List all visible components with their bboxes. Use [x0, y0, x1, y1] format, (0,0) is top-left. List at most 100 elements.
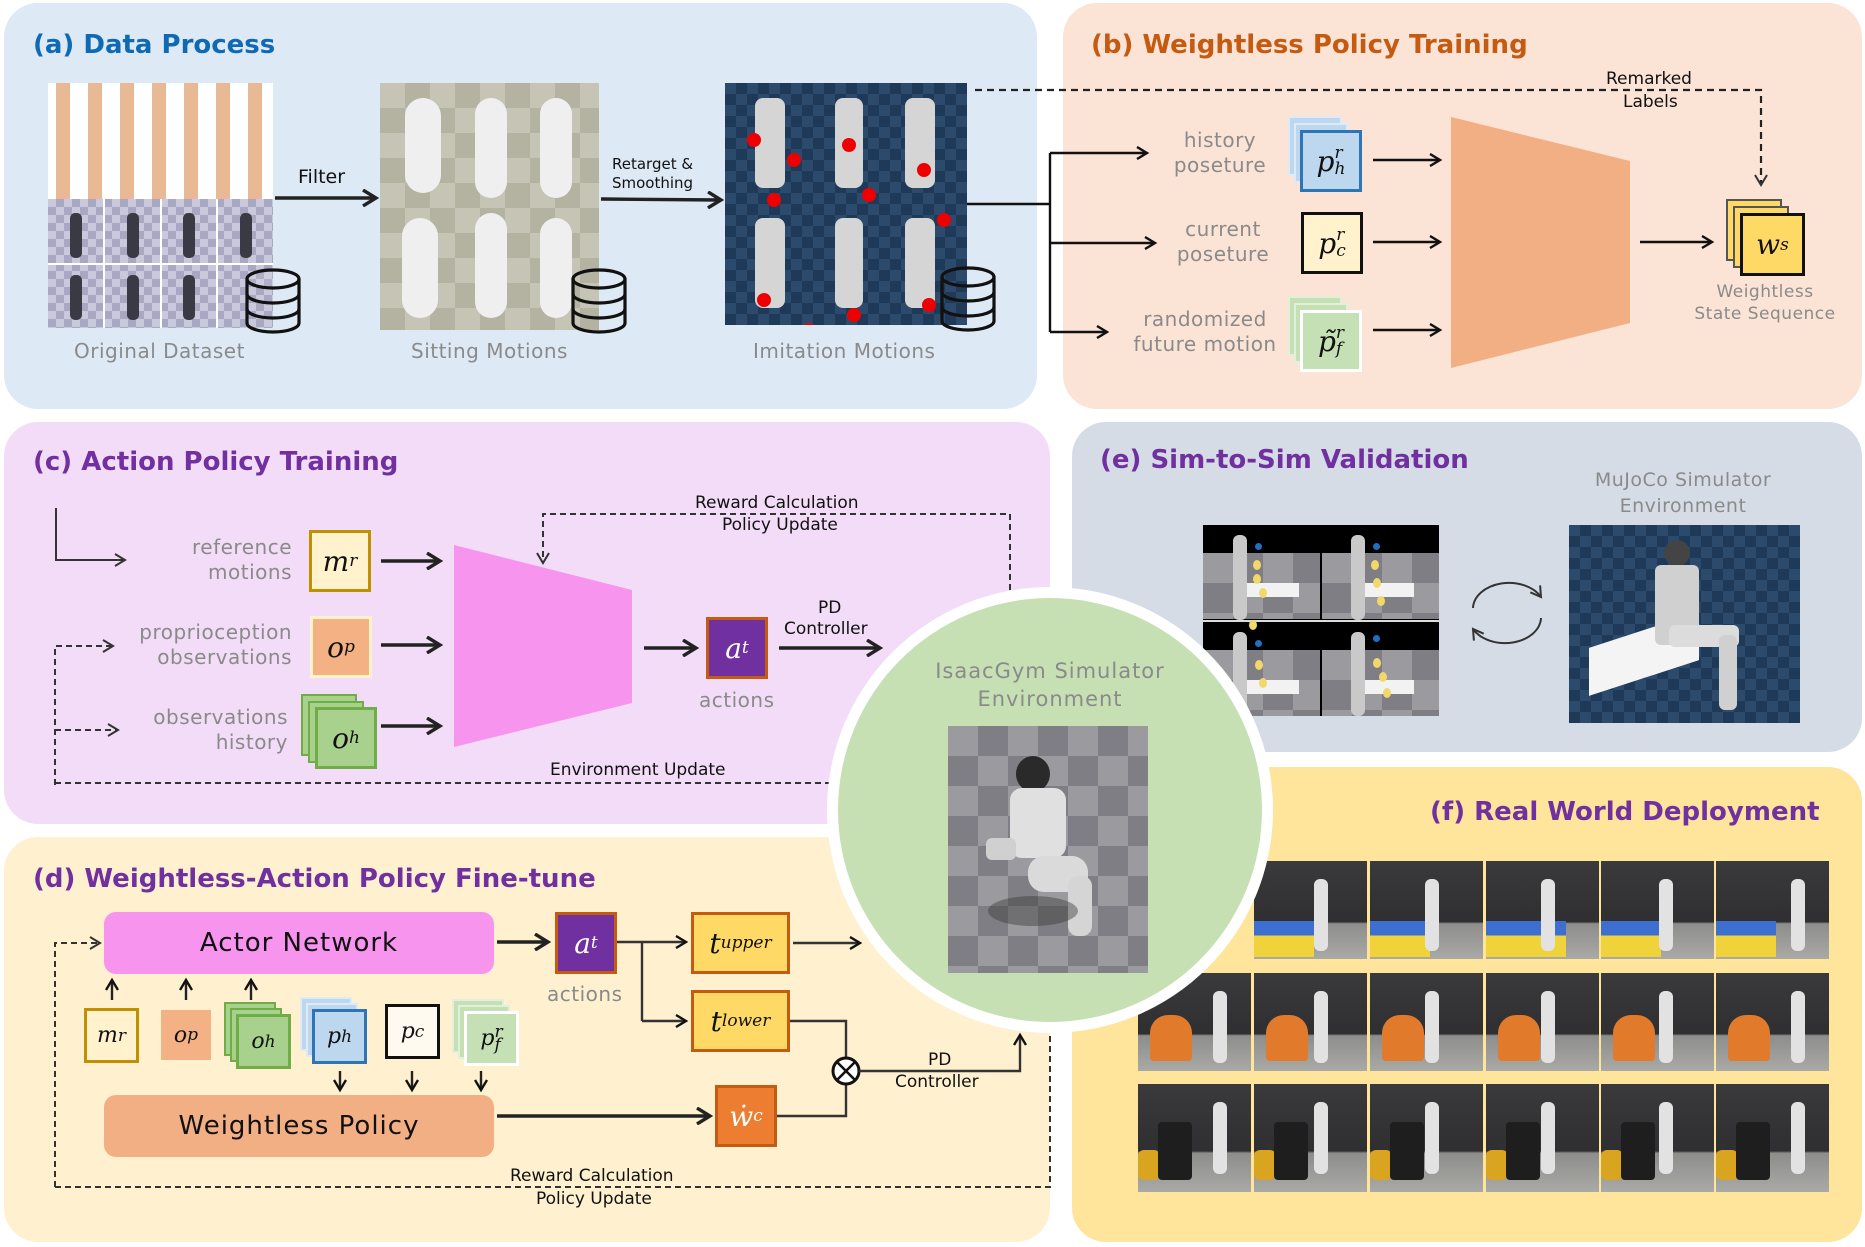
d-label-pd: PD — [928, 1050, 952, 1070]
label-remarked-1: Remarked — [1606, 69, 1692, 89]
deployment-frame — [1254, 861, 1367, 959]
label-history-poseture: history poseture — [1173, 128, 1267, 177]
sim-to-sim-image — [1203, 525, 1439, 716]
d-label-policy-update: Policy Update — [536, 1189, 652, 1209]
label-reference-motions: reference motions — [192, 535, 292, 584]
armchair-prop — [1266, 1015, 1308, 1061]
robot-figure — [1541, 879, 1555, 951]
isaacgym-image — [948, 726, 1148, 973]
office-chair-prop — [1736, 1122, 1770, 1180]
label-isaacgym: IsaacGym Simulator Environment — [935, 659, 1165, 711]
deployment-frame — [1138, 1084, 1251, 1192]
robot-figure — [1314, 1102, 1328, 1174]
label-environment-update: Environment Update — [550, 760, 726, 780]
original-dataset-image — [48, 83, 273, 328]
label-proprioception-observations: proprioception observations — [139, 620, 292, 669]
mat-prop — [1370, 921, 1430, 957]
office-chair-prop — [1274, 1122, 1308, 1180]
label-weightless-state-sequence: Weightless State Sequence — [1694, 282, 1836, 324]
label-retarget-2: Smoothing — [612, 174, 694, 192]
armchair-prop — [1613, 1015, 1655, 1061]
deployment-frame — [1601, 973, 1714, 1071]
robot-figure — [1213, 1102, 1227, 1174]
weightless-policy-block: Weightless Policy — [104, 1095, 494, 1157]
office-chair-prop — [1390, 1122, 1424, 1180]
stool-prop — [1601, 1150, 1623, 1180]
stool-prop — [1254, 1150, 1276, 1180]
label-filter: Filter — [298, 166, 346, 188]
deployment-frame — [1716, 973, 1829, 1071]
robot-figure — [1659, 991, 1673, 1063]
deployment-frame — [1486, 861, 1599, 959]
robot-figure — [1791, 1102, 1805, 1174]
deployment-frame — [1486, 1084, 1599, 1192]
armchair-prop — [1382, 1015, 1424, 1061]
robot-figure — [1425, 1102, 1439, 1174]
label-remarked-2: Labels — [1623, 92, 1678, 112]
robot-figure — [1659, 879, 1673, 951]
label-reward-calculation: Reward Calculation — [695, 493, 859, 513]
label-randomized-future-motion: randomized future motion — [1133, 307, 1277, 356]
label-observations-history: observations history — [153, 705, 288, 754]
deployment-frame — [1370, 861, 1483, 959]
robot-figure — [1425, 991, 1439, 1063]
label-current-poseture: current poseture — [1176, 217, 1270, 266]
robot-figure — [1541, 991, 1555, 1063]
label-pd: PD — [818, 598, 842, 618]
deployment-frame — [1370, 1084, 1483, 1192]
stool-prop — [1486, 1150, 1508, 1180]
label-retarget-1: Retarget & — [612, 155, 694, 173]
title-policy-fine-tune: (d) Weightless-Action Policy Fine-tune — [33, 864, 596, 894]
mujoco-image — [1569, 525, 1800, 723]
label-original-dataset: Original Dataset — [74, 339, 245, 363]
robot-figure — [1659, 1102, 1673, 1174]
imitation-motions-image — [725, 83, 967, 325]
robot-figure — [1314, 991, 1328, 1063]
armchair-prop — [1498, 1015, 1540, 1061]
deployment-frame — [1716, 861, 1829, 959]
deployment-frame — [1370, 973, 1483, 1071]
robot-figure — [1791, 879, 1805, 951]
title-action-policy-training: (c) Action Policy Training — [33, 447, 399, 477]
title-sim-to-sim: (e) Sim-to-Sim Validation — [1100, 445, 1469, 475]
label-mujoco: MuJoCo Simulator Environment — [1594, 469, 1772, 517]
stool-prop — [1138, 1150, 1160, 1180]
label-imitation-motions: Imitation Motions — [753, 339, 936, 363]
deployment-frame — [1254, 973, 1367, 1071]
title-real-world: (f) Real World Deployment — [1430, 797, 1820, 827]
stool-prop — [1370, 1150, 1392, 1180]
robot-figure — [1425, 879, 1439, 951]
stool-prop — [1716, 1150, 1738, 1180]
deployment-frame — [1138, 973, 1251, 1071]
robot-figure — [1314, 879, 1328, 951]
deployment-frame — [1254, 1084, 1367, 1192]
office-chair-prop — [1158, 1122, 1192, 1180]
mat-prop — [1716, 921, 1776, 957]
label-policy-update: Policy Update — [722, 515, 838, 535]
mat-prop — [1254, 921, 1314, 957]
office-chair-prop — [1506, 1122, 1540, 1180]
deployment-frame — [1601, 1084, 1714, 1192]
deployment-frame — [1486, 973, 1599, 1071]
label-actions: actions — [699, 688, 775, 712]
robot-figure — [1541, 1102, 1555, 1174]
d-label-actions: actions — [547, 982, 623, 1006]
actor-network-block: Actor Network — [104, 912, 494, 974]
armchair-prop — [1728, 1015, 1770, 1061]
robot-figure — [1791, 991, 1805, 1063]
deployment-frame — [1716, 1084, 1829, 1192]
